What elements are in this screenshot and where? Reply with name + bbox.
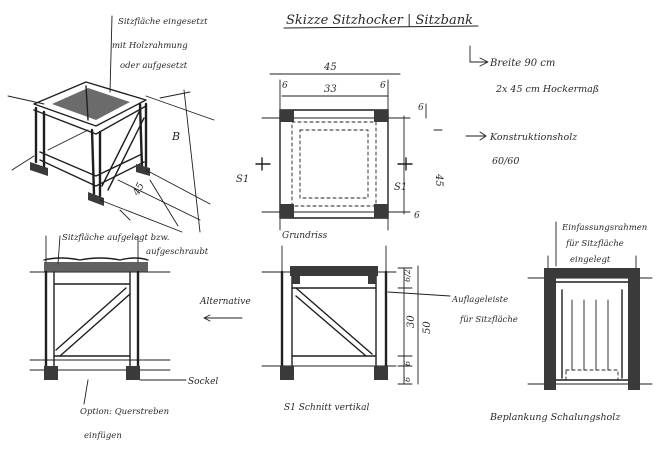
plan-dim-6-left: 6	[282, 81, 288, 91]
iso-dim-b: B	[171, 130, 180, 143]
svg-text:für Sitzfläche: für Sitzfläche	[565, 239, 624, 249]
section-mark-right: S1	[394, 182, 407, 193]
plan-dim-33: 33	[324, 84, 337, 95]
svg-text:einfügen: einfügen	[84, 431, 122, 441]
section-mark-left: S1	[236, 174, 249, 185]
section-dim-6b: 6	[403, 377, 412, 382]
section-dim-30: 30	[406, 315, 417, 328]
section-view	[261, 245, 419, 385]
plan-dim-6-bottom: 6	[414, 211, 420, 221]
plan-view	[255, 73, 443, 231]
title-underline	[283, 25, 479, 29]
plan-dim-45: 45	[323, 62, 337, 73]
svg-text:Sitzfläche eingesetzt: Sitzfläche eingesetzt	[118, 17, 208, 27]
label-grundriss: Grundriss	[282, 231, 328, 241]
note-stool-size: 2x 45 cm Hockermaß	[495, 84, 599, 95]
note-construction-timber: Konstruktionsholz	[489, 132, 578, 143]
label-sockel: Sockel	[188, 377, 218, 387]
section-dim-top: 6/2	[403, 269, 412, 282]
note-support-batten: Auflageleiste	[451, 295, 508, 305]
svg-text:mit Holzrahmung: mit Holzrahmung	[112, 41, 188, 51]
leader-line	[387, 291, 451, 297]
label-cladding: Beplankung Schalungsholz	[489, 412, 621, 423]
note-frame: Einfassungsrahmen	[561, 223, 647, 233]
front-elevation	[29, 235, 171, 380]
note-seat-laid: Sitzfläche aufgelegt bzw.	[62, 233, 170, 243]
note-screwed: aufgeschraubt	[146, 247, 209, 257]
isometric-stool	[7, 81, 215, 233]
svg-text:oder aufgesetzt: oder aufgesetzt	[120, 61, 188, 71]
arrow-width	[469, 45, 489, 67]
plan-dim-6-right: 6	[380, 81, 386, 91]
arrow-alternative	[203, 314, 243, 322]
section-dim-50: 50	[422, 321, 433, 334]
section-caption: S1 Schnitt vertikal	[284, 403, 370, 413]
plan-dim-6-side: 6	[418, 103, 424, 113]
cladding-section	[527, 255, 653, 390]
sketch-title: Skizze Sitzhocker | Sitzbank	[286, 13, 473, 28]
svg-text:für Sitzfläche: für Sitzfläche	[459, 315, 518, 325]
leader-line	[109, 15, 113, 93]
note-width: Breite 90 cm	[489, 58, 555, 69]
label-alternative: Alternative	[199, 297, 251, 307]
note-seat-inset: Sitzfläche eingesetzt mit Holzrahmung od…	[109, 15, 208, 93]
section-dim-6a: 6	[403, 361, 412, 366]
iso-dim-45: 45	[131, 181, 147, 198]
note-option-rails: Option: Querstreben	[80, 407, 169, 417]
plan-dim-45-side: 45	[433, 173, 444, 187]
svg-text:eingelegt: eingelegt	[570, 255, 611, 265]
leader-line	[83, 379, 89, 405]
note-timber-size: 60/60	[492, 156, 519, 167]
leader-line	[57, 235, 61, 265]
arrow-construction	[465, 131, 487, 141]
